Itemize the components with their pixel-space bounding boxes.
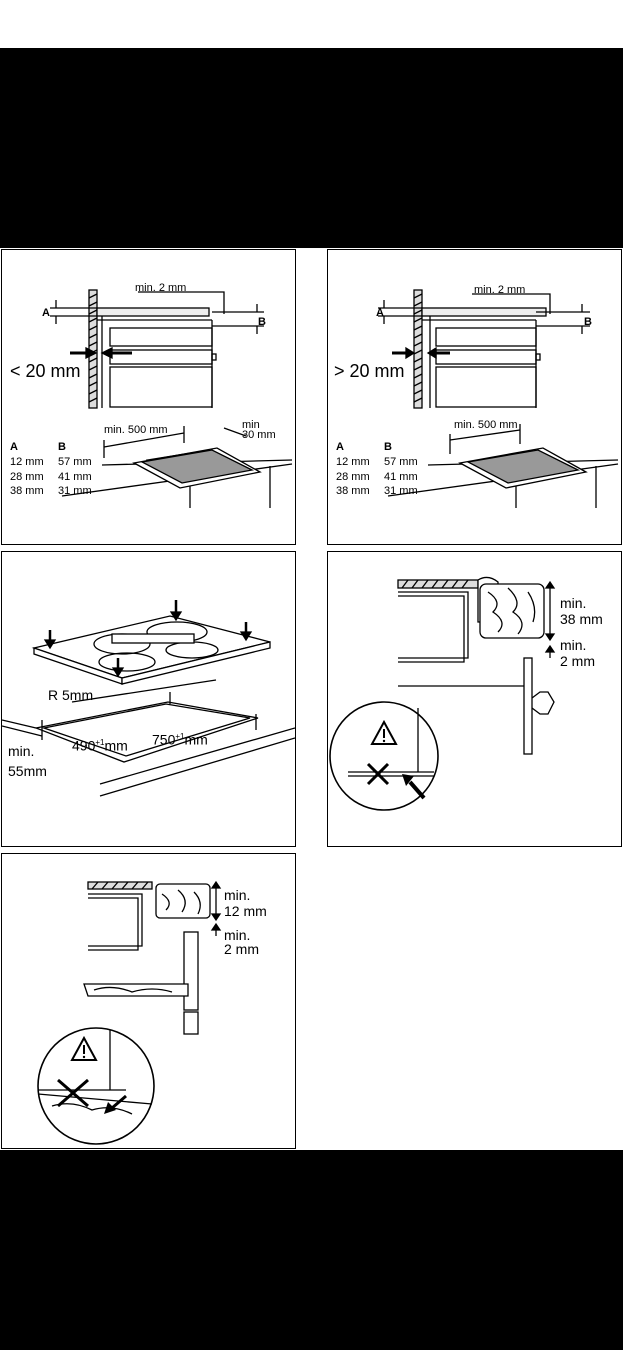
label-a: A (42, 307, 50, 319)
arrow-icon (402, 774, 426, 800)
min-2mm-label: min. 2 mm (135, 282, 187, 294)
width-tolerance: +1 (95, 738, 105, 747)
top-black-band (0, 48, 623, 248)
min-12mm-label-bottom: 12 mm (224, 903, 267, 919)
table-cell: 38 mm (336, 485, 370, 497)
table-col-a: 12 mm 28 mm 38 mm (336, 455, 370, 499)
diagram-panel-12mm-clearance: min. 12 mm min. 2 mm (1, 853, 296, 1149)
cross-icon (366, 762, 390, 786)
diagram-panel-38mm-clearance: min. 38 mm min. 2 mm (327, 551, 622, 847)
width-unit: mm (104, 737, 128, 754)
cabinet-section-drawing (378, 289, 619, 508)
table-cell: 12 mm (10, 456, 44, 468)
table-head-b: B (58, 441, 66, 453)
worktop-section-drawing (37, 880, 222, 1145)
diagram-panel-less-than-20mm: A B min. 2 mm < 20 mm min. 500 mm min 30… (1, 249, 296, 545)
table-cell: 57 mm (58, 456, 92, 468)
table-head-a: A (336, 441, 344, 453)
cross-icon (57, 1078, 89, 1108)
width-value: 490 (72, 737, 96, 754)
min-2mm-label-top: min. (224, 927, 251, 943)
hob-cutout-drawing (2, 600, 295, 797)
min-2mm-label-bottom: 2 mm (560, 653, 595, 669)
label-b: B (584, 316, 592, 328)
cabinet-section-drawing (50, 289, 293, 508)
table-cell: 31 mm (384, 485, 418, 497)
min-500mm-label: min. 500 mm (104, 424, 168, 436)
table-head-b: B (384, 441, 392, 453)
length-tolerance: +1 (175, 732, 185, 741)
warning-icon (70, 1035, 98, 1061)
radius-label: R 5mm (48, 687, 94, 703)
label-b: B (258, 316, 266, 328)
min-30mm-label-top: min (242, 419, 260, 431)
table-col-b: 57 mm 41 mm 31 mm (384, 455, 418, 499)
arrow-icon (104, 1094, 127, 1114)
table-cell: 41 mm (58, 470, 92, 483)
length-value: 750 (152, 731, 176, 748)
min-500mm-label: min. 500 mm (454, 419, 518, 431)
distance-label: < 20 mm (10, 361, 81, 381)
min-55mm-label-bottom: 55mm (8, 763, 47, 779)
min-38mm-label-top: min. (560, 595, 587, 611)
bottom-black-band (0, 1150, 623, 1350)
table-cell: 12 mm (336, 456, 370, 468)
table-cell: 28 mm (10, 470, 44, 483)
min-38mm-label-bottom: 38 mm (560, 611, 603, 627)
diagram-panel-greater-than-20mm: A B min. 2 mm > 20 mm min. 500 mm A B 12… (327, 249, 622, 545)
diagram-panel-cutout-dimensions: R 5mm 490+1mm 750+1mm min. 55mm (1, 551, 296, 847)
table-col-b: 57 mm 41 mm 31 mm (58, 455, 92, 499)
min-2mm-label-top: min. (560, 637, 587, 653)
table-cell: 28 mm (336, 470, 370, 483)
warning-icon (370, 719, 398, 745)
min-12mm-label-top: min. (224, 887, 251, 903)
min-2mm-label: min. 2 mm (474, 284, 526, 296)
min-30mm-label-bottom: 30 mm (242, 429, 276, 441)
table-col-a: 12 mm 28 mm 38 mm (10, 455, 44, 499)
label-a: A (376, 307, 384, 319)
min-2mm-label-bottom: 2 mm (224, 941, 259, 957)
min-55mm-label-top: min. (8, 743, 35, 759)
table-cell: 38 mm (10, 485, 44, 497)
length-unit: mm (184, 731, 208, 748)
length-dimension: 750+1mm (152, 730, 208, 747)
width-dimension: 490+1mm (72, 736, 128, 753)
distance-label: > 20 mm (334, 361, 405, 381)
table-head-a: A (10, 441, 18, 453)
table-cell: 31 mm (58, 485, 92, 497)
table-cell: 57 mm (384, 456, 418, 468)
worktop-section-drawing (329, 576, 556, 811)
table-cell: 41 mm (384, 470, 418, 483)
